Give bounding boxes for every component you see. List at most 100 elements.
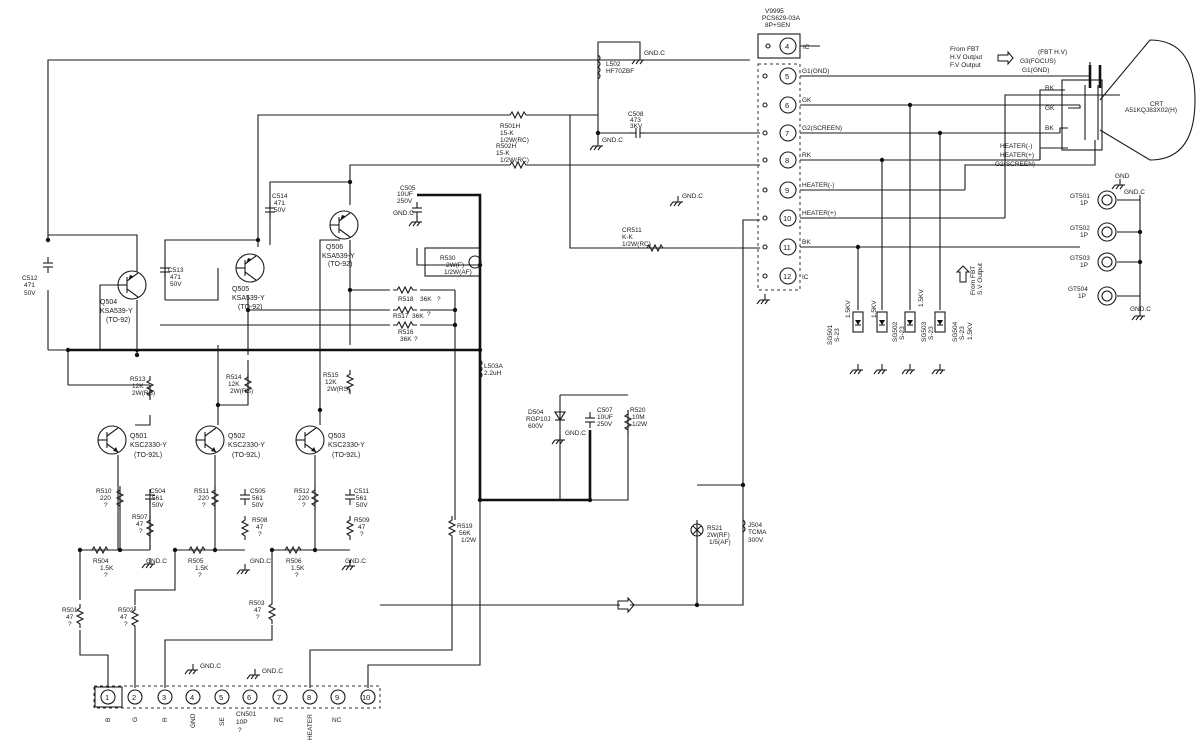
svg-text:9: 9 (785, 186, 789, 195)
crt-tube: CRT A51KQJ83X02(H) GND RK GK BK HEATER(-… (995, 39, 1196, 180)
svg-text:R510: R510 (96, 488, 112, 495)
svg-text:561: 561 (152, 495, 163, 502)
svg-text:GK: GK (802, 97, 812, 104)
svg-text:220: 220 (298, 495, 309, 502)
svg-text:G1(GND): G1(GND) (1022, 67, 1049, 74)
svg-text:C511: C511 (354, 488, 369, 495)
svg-text:GND.C: GND.C (200, 663, 221, 670)
svg-text:RK: RK (802, 152, 812, 159)
svg-text:R516: R516 (398, 329, 414, 336)
svg-text:1/2W(RC): 1/2W(RC) (500, 137, 529, 144)
svg-text:R507: R507 (132, 514, 148, 521)
svg-text:10UF: 10UF (597, 414, 613, 421)
svg-text:8P+SEN: 8P+SEN (765, 22, 790, 29)
svg-text:R504: R504 (93, 558, 109, 565)
capacitor-c505-top: C505 10UF 250V (397, 185, 423, 219)
svg-text:R511: R511 (194, 488, 209, 495)
svg-text:5: 5 (219, 693, 223, 702)
capacitor-c514: C514 471 50V (264, 193, 288, 219)
svg-text:G3(FOCUS): G3(FOCUS) (1020, 58, 1056, 65)
ground-symbols (141, 53, 1146, 680)
capacitor-c505: C505 561 50V (239, 488, 266, 509)
svg-text:R517: R517 (393, 313, 409, 320)
svg-text:47: 47 (136, 521, 144, 528)
svg-text:Q506: Q506 (326, 244, 343, 251)
svg-text:36K: 36K (400, 336, 412, 343)
svg-text:GT503: GT503 (1070, 255, 1090, 262)
svg-text:1/5(AF): 1/5(AF) (709, 539, 731, 546)
svg-text:50V: 50V (356, 502, 368, 509)
svg-text:36K: 36K (412, 313, 424, 320)
svg-text:C512: C512 (22, 275, 38, 282)
svg-text:(TO-92): (TO-92) (238, 304, 262, 311)
svg-text:L503A: L503A (484, 363, 503, 370)
svg-text:R515: R515 (323, 372, 339, 379)
resistor-r519: R519 56K 1/2W (448, 515, 477, 544)
svg-text:10UF: 10UF (397, 191, 413, 198)
svg-text:47: 47 (256, 524, 264, 531)
svg-text:Q503: Q503 (328, 433, 345, 440)
svg-text:1P: 1P (1080, 262, 1088, 269)
svg-text:R530: R530 (440, 255, 456, 262)
resistor-r518: R518 36K ? (392, 286, 441, 303)
svg-text:15-K: 15-K (500, 130, 514, 137)
capacitor-c512: C512 471 50V (22, 256, 54, 297)
svg-text:(FBT H.V): (FBT H.V) (1038, 49, 1067, 56)
svg-text:1: 1 (105, 693, 109, 702)
svg-text:?: ? (258, 531, 262, 538)
svg-text:?: ? (238, 727, 242, 734)
svg-text:561: 561 (252, 495, 263, 502)
resistor-r520: R520 10M 1/2W (624, 407, 648, 435)
svg-text:600V: 600V (528, 423, 544, 430)
svg-text:G2(SCREEN): G2(SCREEN) (995, 161, 1035, 168)
svg-text:S-23: S-23 (928, 326, 935, 340)
spark-gap-sg504: SG504 S-23 1.5KV (934, 311, 974, 342)
resistor-r511: R511 220 ? (194, 485, 219, 511)
resistor-r503: R503 47 ? (249, 599, 276, 625)
svg-text:R505: R505 (188, 558, 204, 565)
svg-text:Q504: Q504 (100, 299, 117, 306)
svg-text:R509: R509 (354, 517, 370, 524)
svg-text:B: B (105, 718, 112, 722)
gnd-terminal-gt504: GT504 1P (1068, 286, 1117, 306)
svg-text:2W(RS): 2W(RS) (230, 388, 253, 395)
svg-text:15-K: 15-K (496, 150, 510, 157)
svg-text:473: 473 (630, 117, 641, 124)
transistor-q505: Q505 KSA539-Y (TO-92) (232, 253, 265, 311)
svg-text:(TO-92L): (TO-92L) (232, 452, 260, 459)
resistor-r502h: R502H 15-K 1/2W(RC) (496, 143, 531, 169)
svg-text:?: ? (139, 528, 143, 535)
svg-text:?: ? (256, 614, 260, 621)
gnd-terminal-gt503: GT503 1P (1070, 252, 1117, 272)
svg-text:HEATER: HEATER (307, 714, 314, 740)
svg-text:1P: 1P (1080, 200, 1088, 207)
svg-text:From FBT: From FBT (970, 266, 977, 295)
resistor-r509: R509 47 ? (346, 515, 370, 541)
svg-text:2W(RS): 2W(RS) (327, 386, 350, 393)
svg-text:TCMA: TCMA (748, 529, 767, 536)
capacitor-c508: C508 473 3KV (628, 111, 647, 139)
svg-text:?: ? (437, 296, 441, 303)
svg-text:GND: GND (1115, 173, 1130, 180)
svg-text:10P: 10P (236, 719, 248, 726)
svg-text:RK: RK (1045, 85, 1055, 92)
inductor-l503a: L503A 2.2uH (479, 359, 503, 379)
svg-text:50V: 50V (274, 207, 286, 214)
svg-text:2W(RF): 2W(RF) (707, 532, 730, 539)
svg-text:1.5K: 1.5K (195, 565, 209, 572)
fusible-r530: R530 2W(F) 1/2W(AF) (424, 247, 482, 277)
svg-text:R506: R506 (286, 558, 302, 565)
arrow-hv (617, 596, 635, 614)
svg-text:50V: 50V (24, 290, 36, 297)
svg-text:4: 4 (190, 693, 194, 702)
svg-text:10M: 10M (632, 414, 645, 421)
svg-text:HEATER(+): HEATER(+) (1000, 152, 1034, 159)
svg-text:C514: C514 (272, 193, 288, 200)
svg-text:R502: R502 (118, 607, 134, 614)
svg-text:R501H: R501H (500, 123, 521, 130)
svg-text:GT502: GT502 (1070, 225, 1090, 232)
svg-text:HEATER(-): HEATER(-) (802, 182, 834, 189)
svg-text:V9995: V9995 (765, 8, 784, 15)
svg-text:?: ? (68, 621, 72, 628)
svg-text:NC: NC (274, 717, 284, 724)
